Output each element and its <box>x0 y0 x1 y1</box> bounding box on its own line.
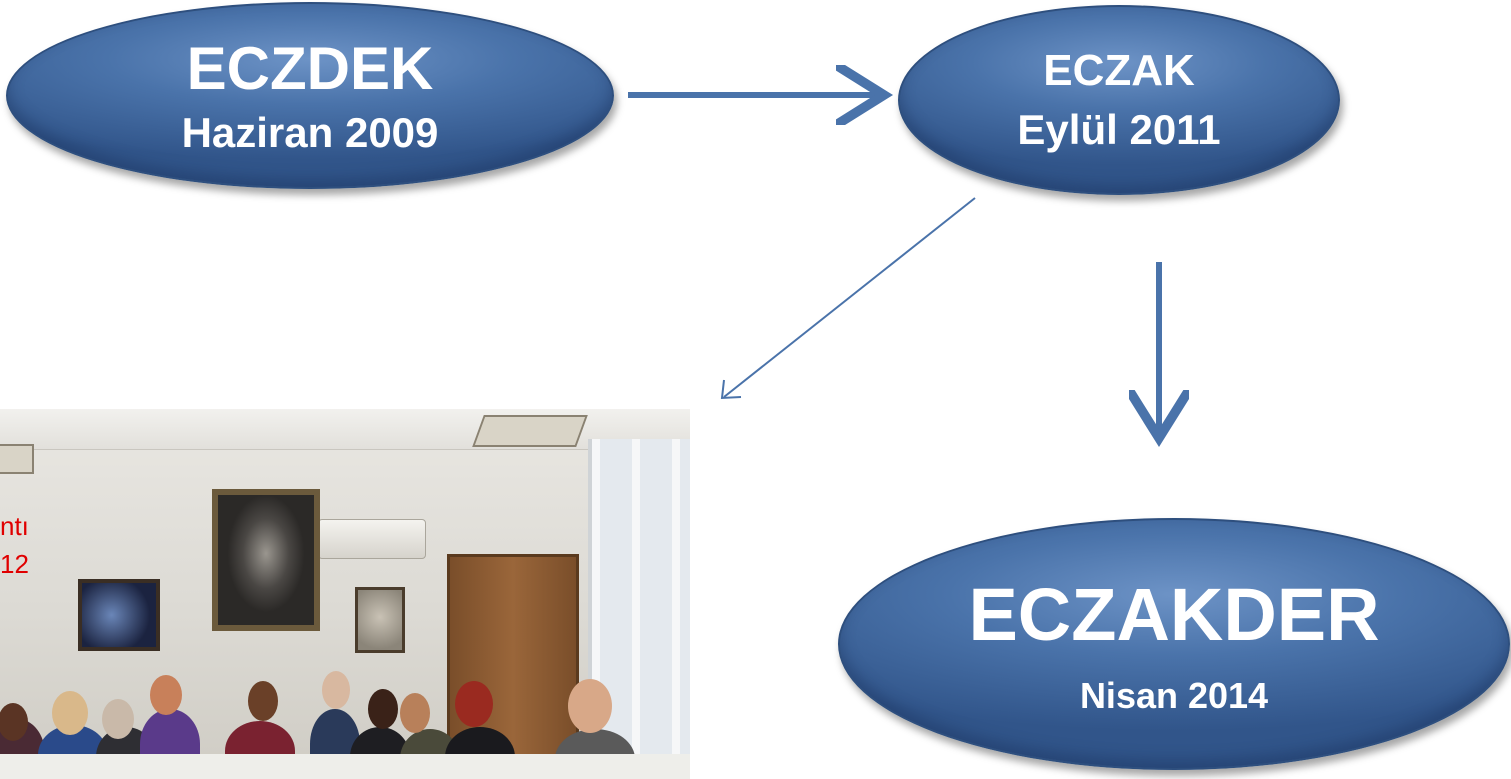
photo-person-head <box>568 679 612 733</box>
photo-painting-right <box>355 587 405 653</box>
photo-person-head <box>455 681 493 727</box>
meeting-photo: ntı 12 <box>0 409 690 779</box>
photo-caption-line1: ntı <box>0 511 29 541</box>
photo-person-head <box>52 691 88 735</box>
photo-person-head <box>150 675 182 715</box>
node-eczakder-date: Nisan 2014 <box>1079 674 1269 716</box>
node-eczak-name: ECZAK <box>1043 45 1195 95</box>
photo-air-conditioner <box>318 519 426 559</box>
arrow-eczak-to-photo <box>720 197 976 400</box>
node-eczak: ECZAK Eylül 2011 <box>898 5 1340 195</box>
photo-window <box>588 439 690 779</box>
photo-caption: ntı 12 <box>0 507 29 583</box>
photo-person-head <box>0 703 28 741</box>
node-eczdek-date: Haziran 2009 <box>181 108 439 156</box>
node-eczakder-name: ECZAKDER <box>968 572 1380 656</box>
photo-person-head <box>400 693 430 733</box>
node-eczakder: ECZAKDER Nisan 2014 <box>838 518 1510 770</box>
photo-person-head <box>102 699 134 739</box>
photo-person-head <box>368 689 398 729</box>
node-eczdek: ECZDEK Haziran 2009 <box>6 2 614 189</box>
photo-portrait <box>212 489 320 631</box>
photo-person-head <box>322 671 350 709</box>
photo-ceiling-light <box>472 415 588 447</box>
photo-table <box>0 754 690 779</box>
photo-painting-left <box>78 579 160 651</box>
photo-ceiling-light-left <box>0 444 34 474</box>
node-eczak-date: Eylül 2011 <box>1017 106 1221 154</box>
photo-person-head <box>248 681 278 721</box>
node-eczdek-name: ECZDEK <box>186 34 434 102</box>
photo-caption-line2: 12 <box>0 549 29 579</box>
